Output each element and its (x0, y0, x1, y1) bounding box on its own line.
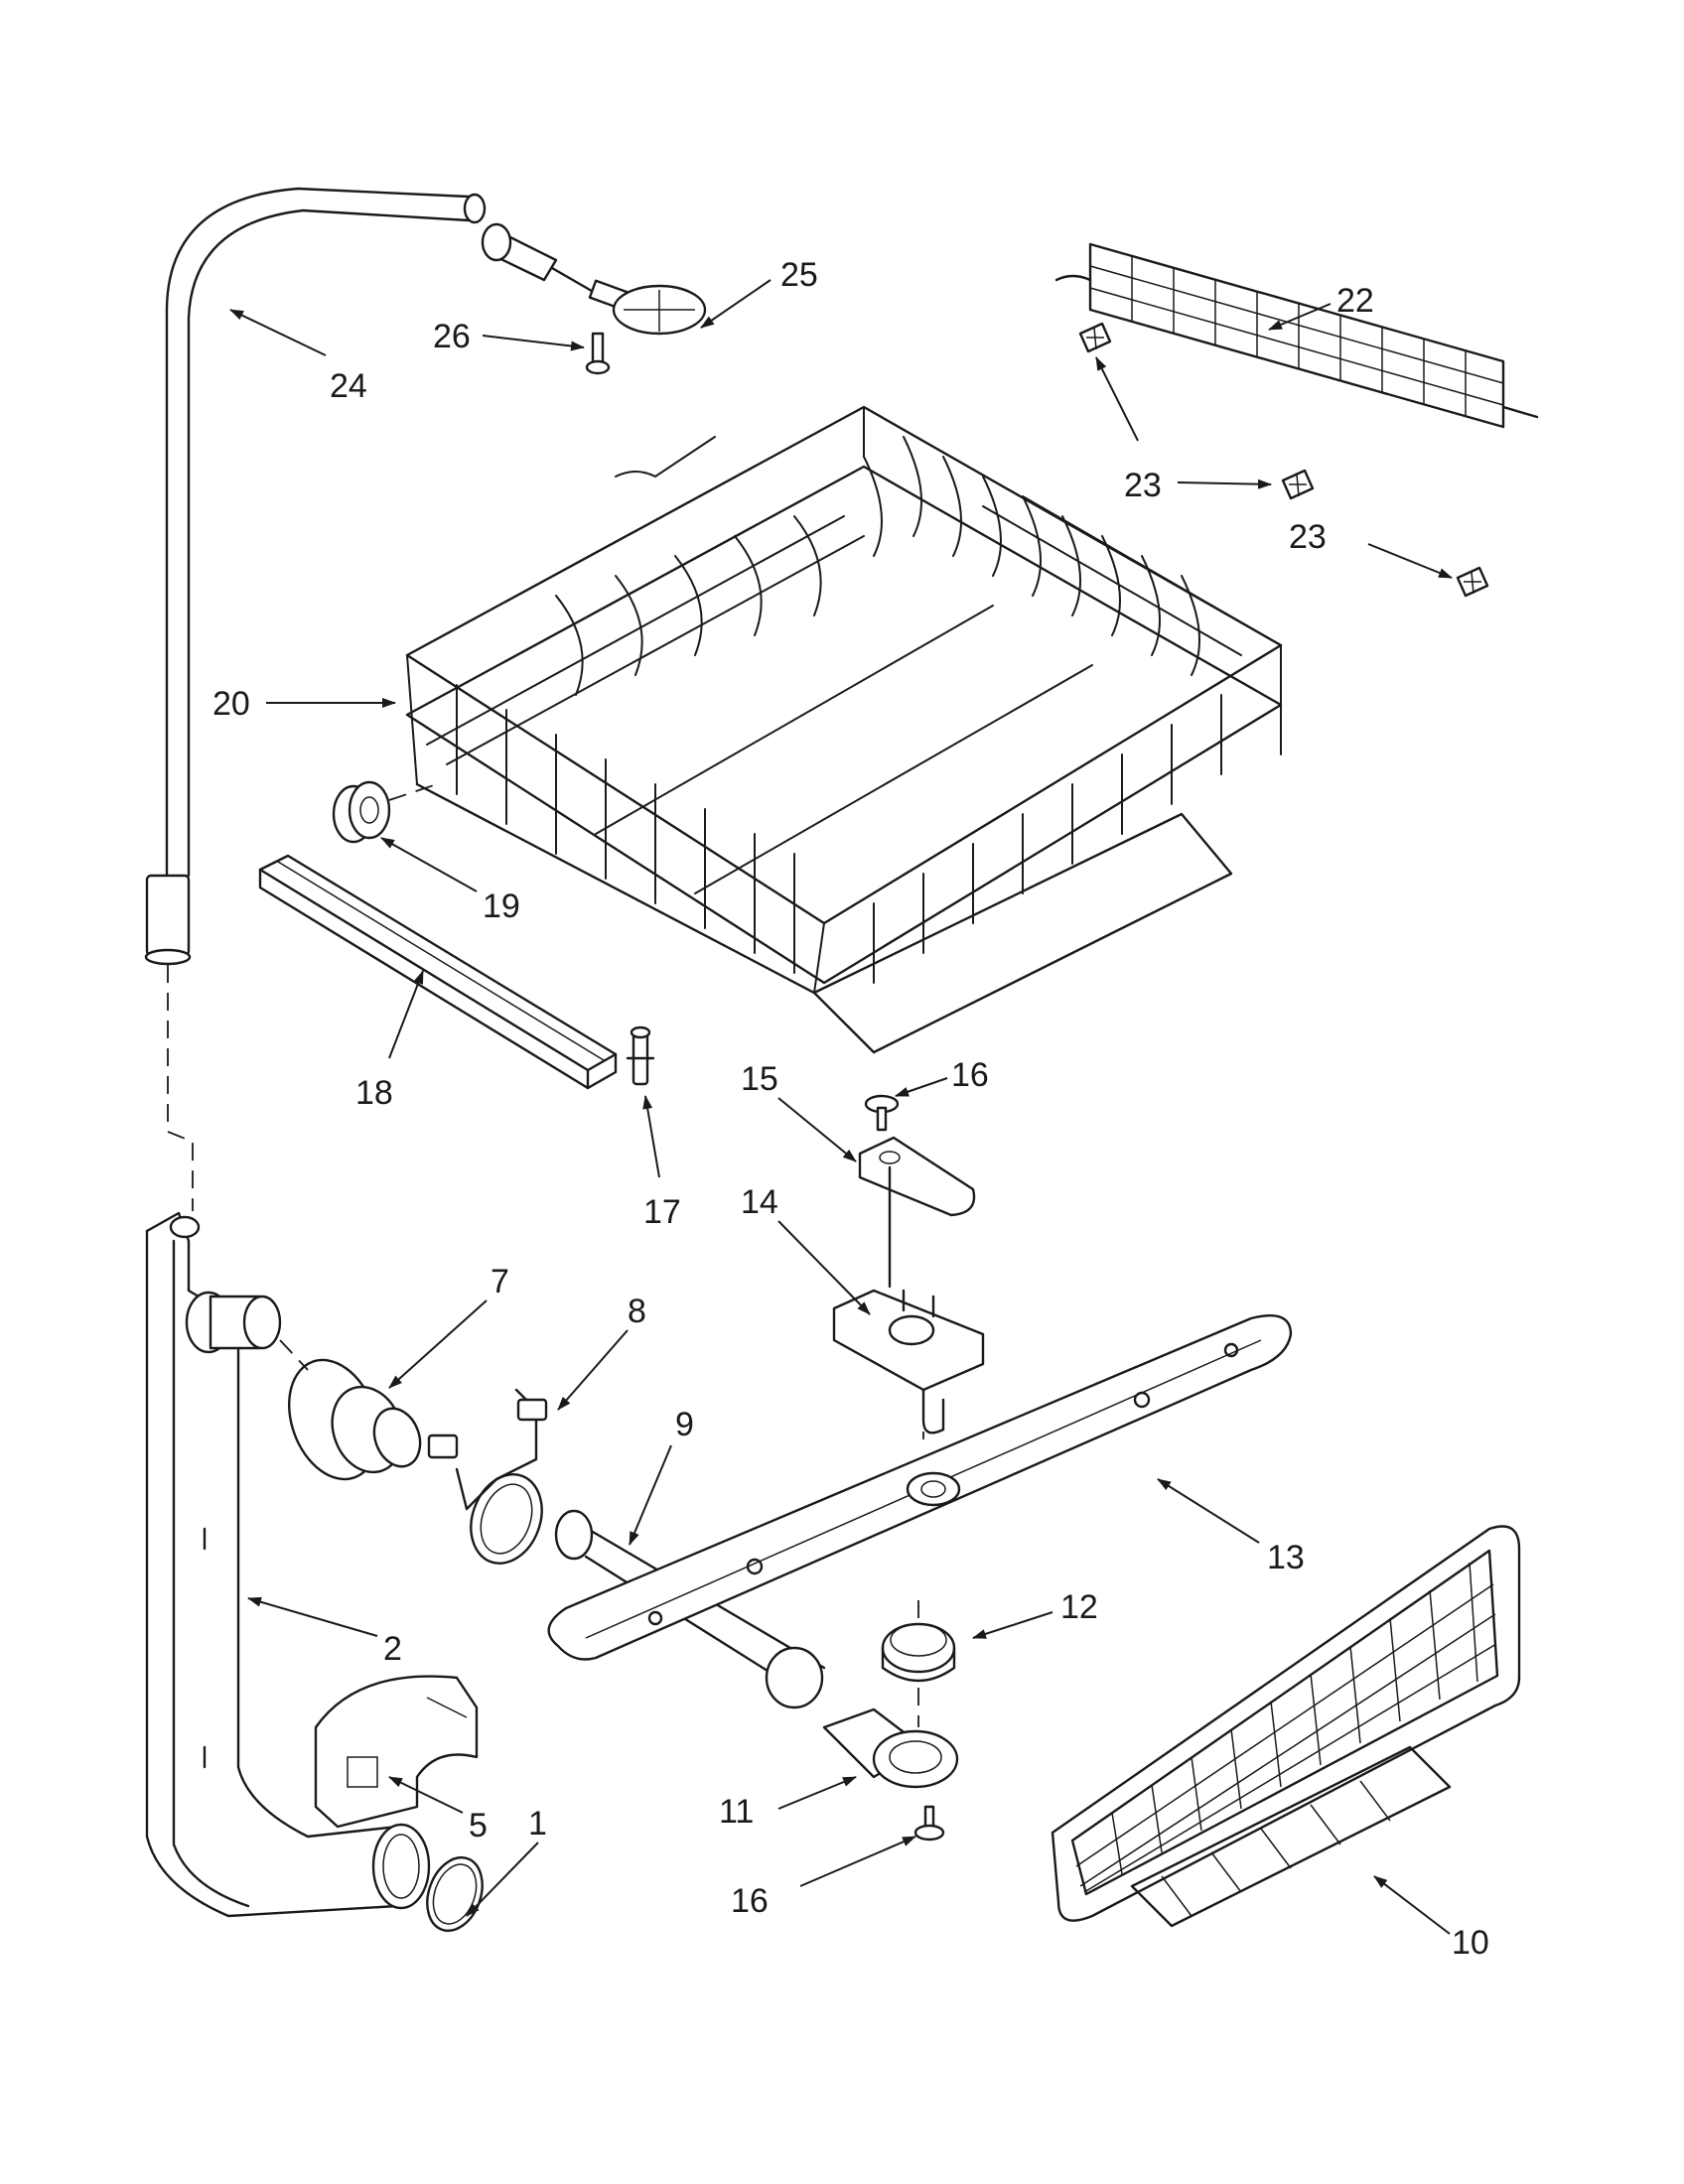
leader-19 (380, 837, 478, 892)
upper-dishrack-part (405, 405, 1283, 1054)
leader-25 (700, 279, 772, 329)
leader-23b (1177, 478, 1272, 489)
spray-arm-cap-part (858, 1136, 976, 1289)
callout-16b: 16 (731, 1882, 769, 1920)
callout-12: 12 (1060, 1588, 1098, 1626)
bearing-seal-part (279, 1339, 422, 1481)
callout-23b: 23 (1289, 518, 1327, 556)
spray-head-part (481, 222, 707, 336)
callout-2: 2 (383, 1630, 402, 1668)
callout-labels: 1 2 5 7 8 9 10 11 12 13 14 15 16 16 17 1… (212, 256, 1489, 1962)
callout-22: 22 (1336, 282, 1374, 320)
manifold-part (145, 1211, 431, 1918)
callout-18: 18 (355, 1074, 393, 1112)
leader-8 (557, 1329, 629, 1411)
leader-14 (777, 1220, 871, 1315)
manifold-bracket-part (314, 1675, 479, 1829)
screw-part-16-upper (864, 1094, 900, 1132)
bearing-ring-part (881, 1622, 956, 1683)
callout-16a: 16 (951, 1056, 989, 1094)
callout-25: 25 (780, 256, 818, 294)
leader-23a (1095, 356, 1139, 442)
leader-17 (642, 1095, 660, 1178)
screw-part-26 (585, 332, 611, 375)
leader-23c (1367, 543, 1453, 579)
rail-stop-part (626, 1025, 655, 1086)
leader-26 (482, 335, 585, 351)
lower-spray-arm-part (547, 1314, 1293, 1661)
callout-5: 5 (469, 1807, 488, 1844)
valve-clip-part (427, 1388, 548, 1565)
callout-23a: 23 (1124, 467, 1162, 504)
supply-tube-part (144, 187, 487, 966)
callout-13: 13 (1267, 1539, 1305, 1576)
callout-8: 8 (628, 1293, 646, 1330)
callout-1: 1 (528, 1805, 547, 1843)
callout-15: 15 (741, 1060, 778, 1098)
callout-10: 10 (1452, 1924, 1489, 1962)
rack-rail-part (258, 854, 618, 1090)
shelf-clip-part-b (1281, 469, 1315, 500)
leader-1 (466, 1842, 539, 1917)
feed-tube-part (554, 1509, 826, 1709)
leader-7 (388, 1299, 488, 1389)
leader-5 (388, 1776, 464, 1814)
spray-arm-hub-part (822, 1404, 959, 1789)
alignment-line (167, 965, 194, 1211)
leader-lines (229, 279, 1453, 1935)
callout-7: 7 (491, 1263, 509, 1300)
leader-16a (895, 1077, 948, 1097)
leader-11 (777, 1776, 857, 1810)
silverware-basket-part (1051, 1525, 1521, 1928)
leader-9 (629, 1444, 672, 1546)
leader-13 (1157, 1478, 1260, 1544)
callout-20: 20 (212, 685, 250, 723)
shelf-clip-part-a (1078, 322, 1112, 353)
leader-12 (972, 1611, 1053, 1639)
leader-24 (229, 309, 327, 356)
callout-14: 14 (741, 1183, 778, 1221)
leader-2 (247, 1596, 378, 1637)
callout-11: 11 (719, 1793, 754, 1831)
leader-22 (1268, 303, 1332, 331)
shelf-clip-part-c (1456, 566, 1489, 598)
leader-18 (388, 970, 424, 1059)
callout-17: 17 (643, 1193, 681, 1231)
callout-19: 19 (483, 887, 520, 925)
leader-10 (1373, 1875, 1451, 1935)
callout-24: 24 (330, 367, 367, 405)
screw-part-16-lower (913, 1805, 945, 1842)
callout-9: 9 (675, 1406, 694, 1443)
spray-arm-mount-part (832, 1289, 985, 1434)
callout-26: 26 (433, 318, 471, 355)
leader-15 (777, 1097, 857, 1162)
rack-wheel-part (332, 780, 438, 844)
cup-shelf-grid-part (1054, 242, 1539, 429)
leader-16b (799, 1836, 916, 1887)
